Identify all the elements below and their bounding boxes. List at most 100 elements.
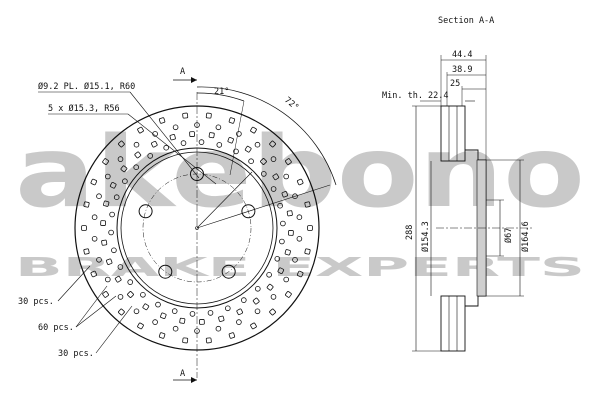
drill-hole xyxy=(296,236,303,242)
center-line-diag-2 xyxy=(196,184,331,229)
drill-hole xyxy=(252,297,260,305)
drill-hole xyxy=(100,220,106,226)
drill-hole xyxy=(134,151,142,159)
drill-hole xyxy=(236,131,242,137)
count-inner-leader xyxy=(95,305,133,354)
drill-hole xyxy=(113,194,120,201)
count-inner-label: 30 pcs. xyxy=(58,349,94,359)
drill-hole xyxy=(109,211,115,218)
drill-hole xyxy=(133,164,140,171)
drill-hole xyxy=(228,117,236,124)
dim-outer-diameter: 288 xyxy=(405,225,415,240)
drill-hole xyxy=(102,158,109,165)
hole-spec-bolts-leader xyxy=(127,113,217,185)
drill-hole xyxy=(90,178,98,186)
drill-hole xyxy=(281,191,289,198)
drill-hole xyxy=(117,294,124,300)
drill-hole xyxy=(83,248,90,255)
drill-hole xyxy=(199,319,205,325)
drill-hole xyxy=(133,141,140,148)
drill-hole xyxy=(304,248,311,255)
angle-arc-small xyxy=(196,92,245,102)
drill-hole xyxy=(120,165,128,173)
drill-hole xyxy=(244,145,252,153)
drill-hole xyxy=(133,308,140,315)
angle-ext-small xyxy=(229,100,245,176)
drill-hole xyxy=(96,256,102,263)
drill-hole xyxy=(205,337,212,344)
drill-hole xyxy=(182,337,189,344)
drill-hole xyxy=(277,202,283,209)
drill-hole xyxy=(83,201,90,208)
bolt-holes xyxy=(138,167,256,279)
drill-hole xyxy=(155,301,161,308)
section-title: Section A-A xyxy=(438,16,494,26)
drill-hole xyxy=(90,270,98,278)
drill-hole xyxy=(250,126,257,134)
drill-hole xyxy=(179,317,186,324)
drill-hole xyxy=(288,230,294,236)
drill-hole xyxy=(241,297,247,303)
hole-spec-callouts: Ø9.2 PL. Ø15.1, R60 5 x Ø15.3, R56 xyxy=(38,81,217,185)
count-outer-label: 30 pcs. xyxy=(18,297,54,307)
bolt-hole xyxy=(221,264,236,279)
drill-hole xyxy=(254,308,261,315)
drill-hole xyxy=(274,255,281,262)
drill-hole xyxy=(292,193,298,200)
drill-hole xyxy=(91,214,98,221)
drill-hole xyxy=(215,124,222,131)
drill-hole xyxy=(137,322,144,330)
drill-hole xyxy=(260,158,267,165)
drill-hole xyxy=(277,267,285,274)
drill-hole xyxy=(103,200,110,207)
drill-hole xyxy=(292,256,298,263)
drill-hole xyxy=(109,182,117,189)
dim-width-3: 25 xyxy=(450,79,460,89)
hole-spec-pcd-leader xyxy=(129,91,200,179)
section-marker-top-arrow xyxy=(191,77,197,83)
drill-hole xyxy=(105,173,111,180)
drill-hole xyxy=(260,171,267,177)
watermark-brand: akebono xyxy=(15,116,585,230)
drill-hole xyxy=(286,210,293,217)
drill-hole xyxy=(250,322,257,330)
drill-hole xyxy=(111,247,117,254)
drill-hole xyxy=(216,142,223,148)
drill-hole xyxy=(105,258,113,265)
dim-hat-diameter: Ø164.6 xyxy=(520,221,531,252)
drill-hole xyxy=(270,186,277,192)
drill-hole xyxy=(96,193,102,200)
bolt-hole xyxy=(158,264,173,279)
drill-hole xyxy=(158,332,166,339)
dim-center-bore: Ø67 xyxy=(503,228,514,243)
drill-hole xyxy=(101,239,108,246)
drill-hole xyxy=(225,305,231,312)
drill-hole xyxy=(215,325,222,332)
drill-hole xyxy=(269,308,276,316)
drill-hole xyxy=(172,124,179,131)
section-ring-top xyxy=(440,105,466,162)
center-line-diag xyxy=(196,171,253,229)
drill-hole xyxy=(254,141,261,148)
center-point xyxy=(195,226,199,230)
drill-hole xyxy=(102,291,109,298)
bolt-hole xyxy=(241,204,256,219)
drill-hole xyxy=(118,308,125,316)
section-markers: A A xyxy=(173,67,197,383)
drill-hole xyxy=(269,140,276,148)
drill-hole xyxy=(283,173,290,180)
drill-hole xyxy=(117,264,124,270)
count-callouts: 30 pcs. 60 pcs. 30 pcs. xyxy=(18,265,133,359)
drill-hole xyxy=(207,310,214,316)
drill-hole xyxy=(180,140,187,146)
drill-hole xyxy=(127,279,133,285)
drill-hole xyxy=(272,173,280,181)
drill-hole xyxy=(198,139,205,145)
count-outer-leader xyxy=(57,265,91,302)
drill-hole xyxy=(296,178,304,186)
drill-hole xyxy=(270,156,277,162)
drill-hole xyxy=(248,158,254,165)
drill-hole xyxy=(163,144,170,151)
drill-holes xyxy=(81,112,313,344)
